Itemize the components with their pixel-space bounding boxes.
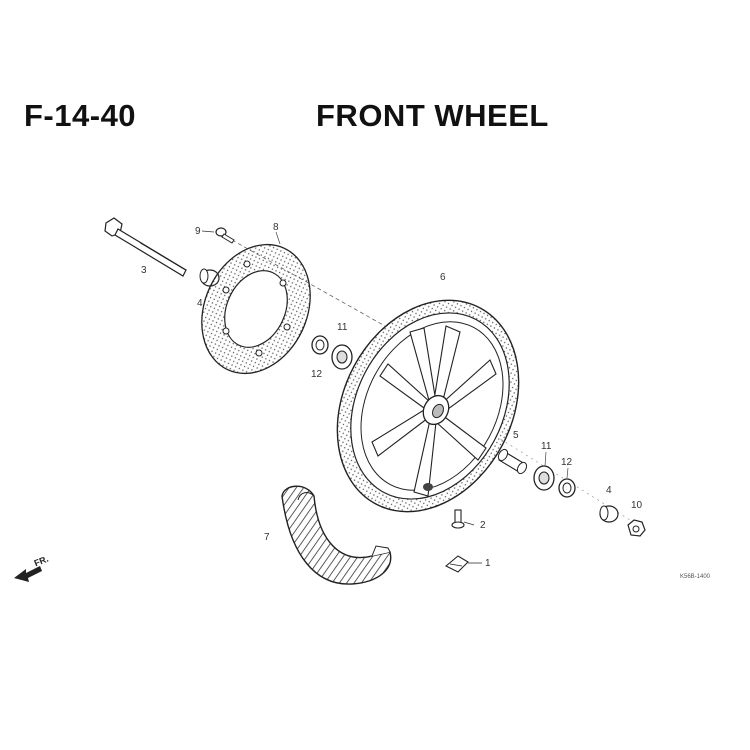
axle-bolt	[104, 217, 187, 277]
disc-bolt	[215, 227, 235, 244]
axle-nut	[627, 519, 646, 537]
part-label-11-left: 11	[337, 322, 348, 333]
part-label-1: 1	[485, 558, 491, 569]
part-label-10: 10	[631, 500, 643, 511]
part-label-7: 7	[264, 532, 270, 543]
part-label-11-right: 11	[541, 441, 552, 452]
part-label-4-left: 4	[197, 298, 203, 309]
part-label-8: 8	[273, 222, 279, 233]
part-label-3: 3	[141, 265, 147, 276]
part-label-5: 5	[513, 430, 519, 441]
right-side-collar	[599, 505, 619, 523]
part-label-6: 6	[440, 272, 446, 283]
diagram-title: FRONT WHEEL	[316, 98, 549, 133]
right-bearing	[533, 465, 555, 491]
tire-valve	[451, 509, 465, 529]
part-label-12-left: 12	[311, 369, 323, 380]
front-wheel-rim	[336, 299, 520, 513]
brake-disc	[201, 243, 311, 375]
part-label-2: 2	[480, 520, 486, 531]
part-label-9: 9	[195, 226, 201, 237]
diagram-reference-code: K56B-1400	[680, 574, 711, 580]
balance-weight	[445, 555, 469, 573]
left-dust-seal	[311, 335, 329, 355]
distance-collar	[497, 448, 528, 475]
right-dust-seal	[558, 478, 576, 498]
left-bearing	[331, 344, 353, 370]
front-direction-arrow-icon	[14, 566, 42, 582]
diagram-code: F-14-40	[24, 98, 137, 133]
part-label-12-right: 12	[561, 457, 573, 468]
front-tire	[281, 485, 392, 585]
part-label-4-right: 4	[606, 485, 612, 496]
